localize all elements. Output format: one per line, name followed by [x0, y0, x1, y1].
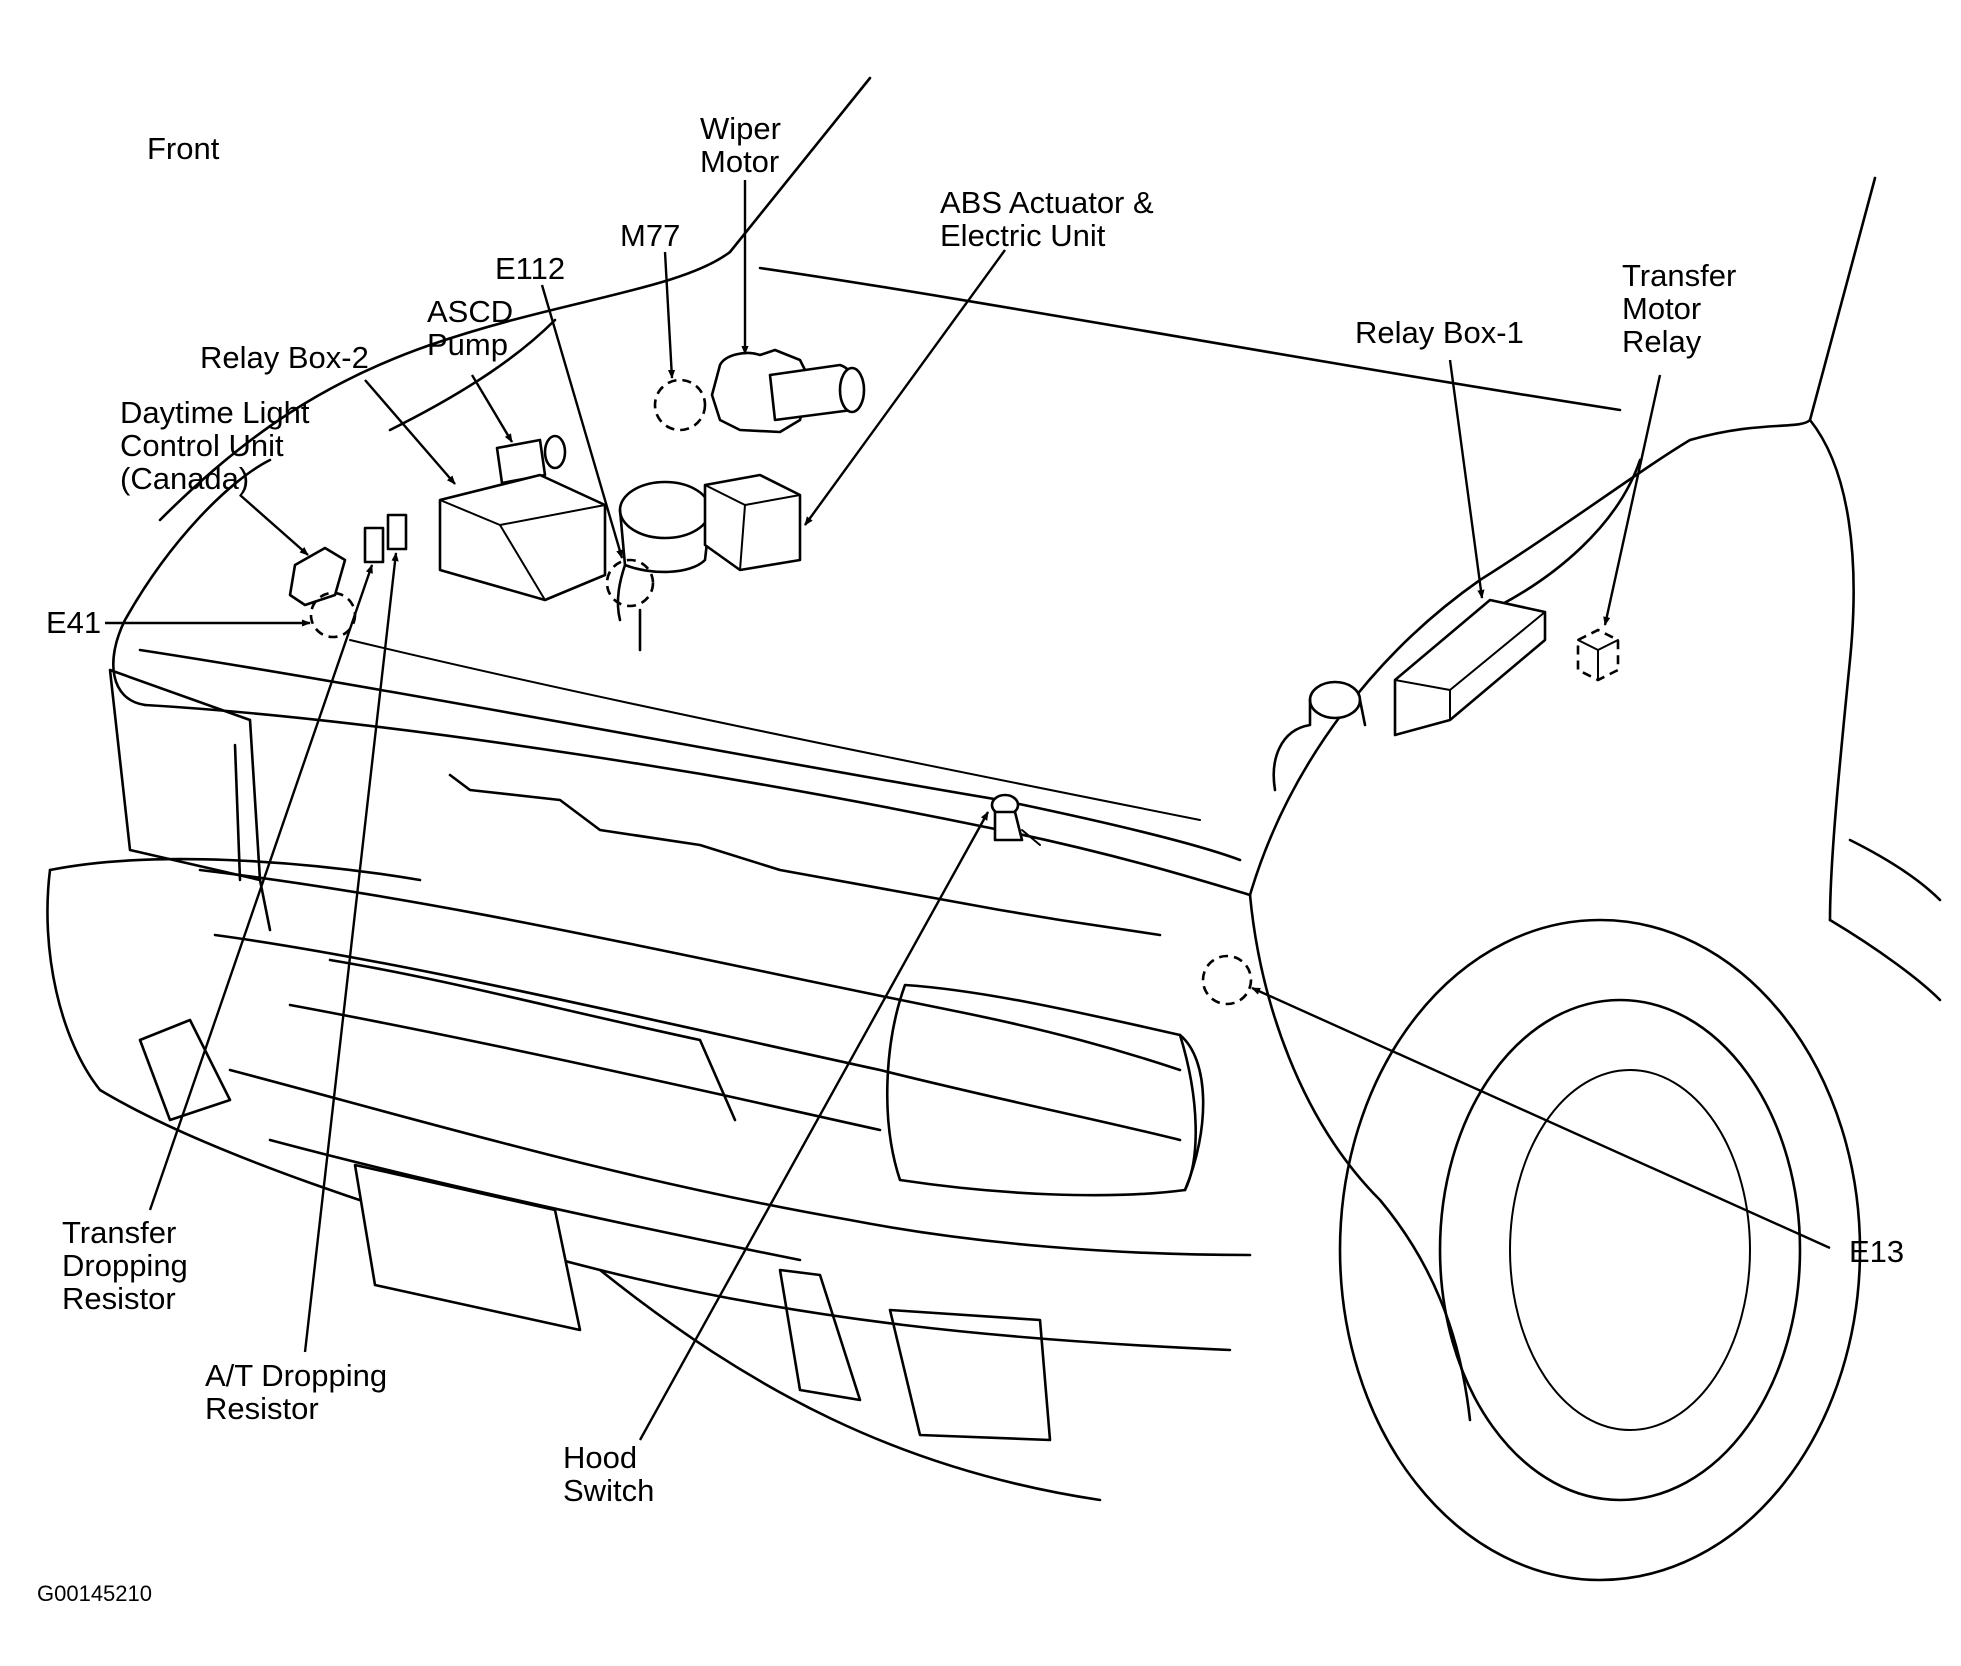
- label-e13: E13: [1849, 1234, 1904, 1269]
- label-e112: E112: [495, 251, 565, 286]
- leader-abs-actuator: [804, 249, 1006, 526]
- callout-labels: Front Wiper Motor ABS Actuator & Electri…: [37, 111, 1904, 1606]
- vehicle-body-outline: [46, 76, 1942, 1582]
- label-transfer-motor-relay: Transfer Motor Relay: [1622, 258, 1745, 359]
- leader-m77: [663, 251, 676, 379]
- figure-code: G00145210: [37, 1581, 152, 1606]
- leader-e13: [1251, 986, 1831, 1250]
- engine-bay-components: [288, 348, 1620, 1006]
- label-abs-actuator: ABS Actuator & Electric Unit: [940, 185, 1162, 253]
- label-e41: E41: [46, 605, 101, 640]
- leader-ascd-pump: [470, 374, 514, 443]
- label-hood-switch: Hood Switch: [563, 1440, 654, 1508]
- label-at-dropping-resistor: A/T Dropping Resistor: [205, 1358, 396, 1426]
- label-relay-box-1: Relay Box-1: [1355, 315, 1524, 350]
- leader-relay-box-2: [364, 379, 456, 485]
- label-daytime-light-control-unit: Daytime Light Control Unit (Canada): [120, 395, 318, 496]
- leader-lines: [105, 180, 1831, 1441]
- leader-transfer-dropping-resistor: [148, 564, 374, 1211]
- front-tire: [1338, 918, 1862, 1582]
- label-wiper-motor: Wiper Motor: [700, 111, 790, 179]
- wiper-motor-shape: [710, 348, 866, 434]
- front-label: Front: [147, 131, 220, 166]
- hood-switch-shape: [990, 793, 1041, 846]
- label-m77: M77: [620, 218, 680, 253]
- label-relay-box-2: Relay Box-2: [200, 340, 369, 375]
- leader-relay-box-1: [1448, 359, 1485, 599]
- label-ascd-pump: ASCD Pump: [427, 294, 522, 362]
- leader-hood-switch: [638, 811, 990, 1441]
- leader-transfer-motor-relay: [1603, 374, 1662, 626]
- label-transfer-dropping-resistor: Transfer Dropping Resistor: [62, 1215, 196, 1316]
- leader-at-dropping-resistor: [303, 552, 399, 1353]
- leader-daytime-light: [239, 494, 309, 556]
- leader-e112: [540, 284, 624, 559]
